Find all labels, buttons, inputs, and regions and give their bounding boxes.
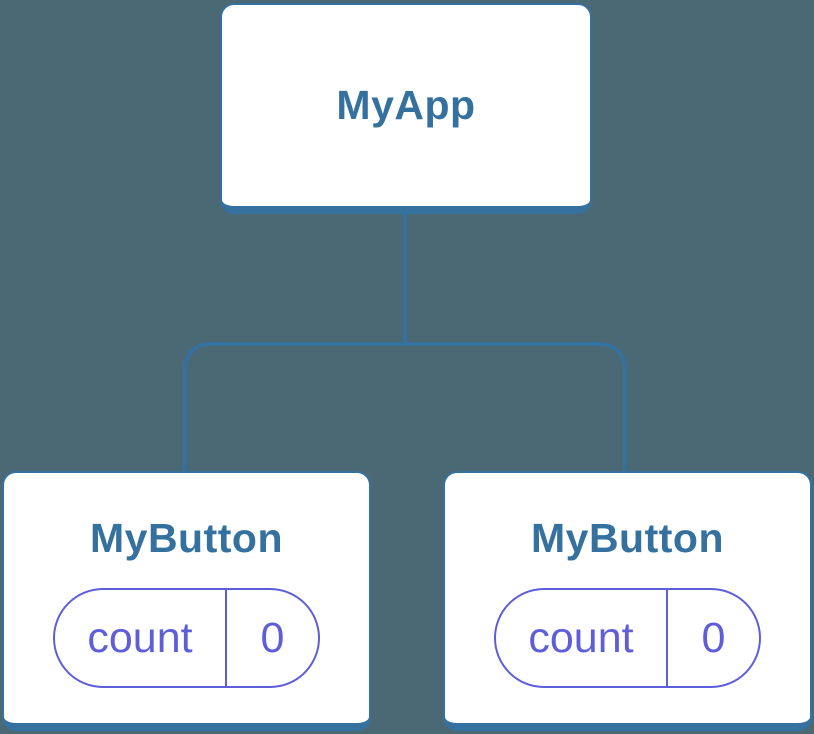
root-component-box: MyApp: [220, 3, 592, 214]
state-key: count: [528, 613, 634, 662]
state-pill: count 0: [494, 588, 761, 689]
state-value: 0: [666, 590, 759, 687]
state-key: count: [87, 613, 193, 662]
child-component-label: MyButton: [89, 515, 283, 561]
connector-stem: [403, 214, 407, 344]
child-component-label: MyButton: [530, 515, 724, 561]
child-component-box-left: MyButton count 0: [2, 471, 371, 731]
connector-branch: [183, 342, 627, 471]
state-value: 0: [225, 590, 318, 687]
root-component-label: MyApp: [336, 81, 476, 128]
state-pill: count 0: [53, 588, 320, 689]
child-component-box-right: MyButton count 0: [443, 471, 812, 731]
